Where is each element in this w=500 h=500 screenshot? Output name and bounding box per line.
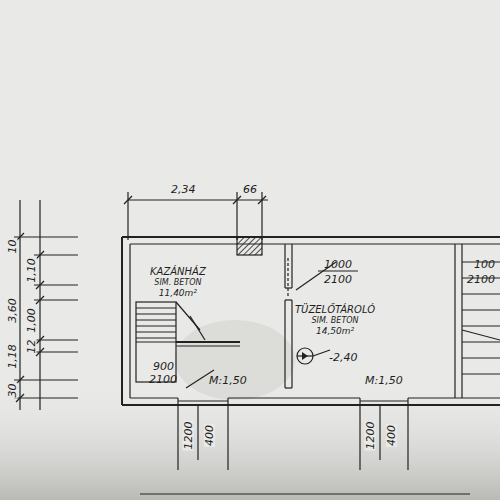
floor-finish: SIM. BETON xyxy=(310,316,359,326)
door-size: 1000 xyxy=(323,259,353,270)
window-dimension: 1200 xyxy=(183,421,194,451)
stair-step xyxy=(462,342,500,343)
room-area-value: 11,40m² xyxy=(158,288,198,299)
stair-step xyxy=(462,358,500,359)
stair-step xyxy=(136,314,176,315)
dimension: 12 xyxy=(26,339,37,355)
stair-step xyxy=(462,294,500,295)
stair-step xyxy=(462,310,500,311)
window-dimension: 400 xyxy=(386,424,397,447)
level-mark: -2,40 xyxy=(328,352,358,363)
door-size: 900 xyxy=(152,361,175,372)
stair-step xyxy=(462,326,500,327)
floor-finish: SIM. BETON xyxy=(153,278,202,288)
stair-step xyxy=(136,338,176,339)
dimension: 10 xyxy=(7,239,18,255)
door-size: 2100 xyxy=(466,274,496,285)
stair-step xyxy=(462,374,500,375)
window-dimension: 400 xyxy=(204,424,215,447)
dimension: 1,00 xyxy=(26,307,37,334)
door-size: 2100 xyxy=(148,374,178,385)
room-area-value: 14,50m² xyxy=(315,326,355,337)
dimension: 3,60 xyxy=(7,297,18,324)
door-size: 2100 xyxy=(323,274,353,285)
dimension: 1,10 xyxy=(26,257,37,284)
room-area: TÜZELŐTÁROLÓSIM. BETON14,50m² xyxy=(294,304,376,336)
stair-step xyxy=(136,332,176,333)
window-dimension: 1200 xyxy=(365,421,376,451)
stair-step xyxy=(136,326,176,327)
dimension: 2,34 xyxy=(170,184,197,195)
dimension: 66 xyxy=(242,184,258,195)
room-name: KAZÁNHÁZ xyxy=(149,266,207,278)
stair-step xyxy=(136,320,176,321)
room-area: KAZÁNHÁZSIM. BETON11,40m² xyxy=(149,266,207,298)
stair-step xyxy=(136,308,176,309)
door-size: 100 xyxy=(473,259,496,270)
room-name: TÜZELŐTÁROLÓ xyxy=(294,304,376,316)
window-sill: M:1,50 xyxy=(364,375,404,386)
window-sill: M:1,50 xyxy=(208,375,248,386)
dimension: 1,18 xyxy=(7,343,18,370)
dimension: 30 xyxy=(7,383,18,399)
